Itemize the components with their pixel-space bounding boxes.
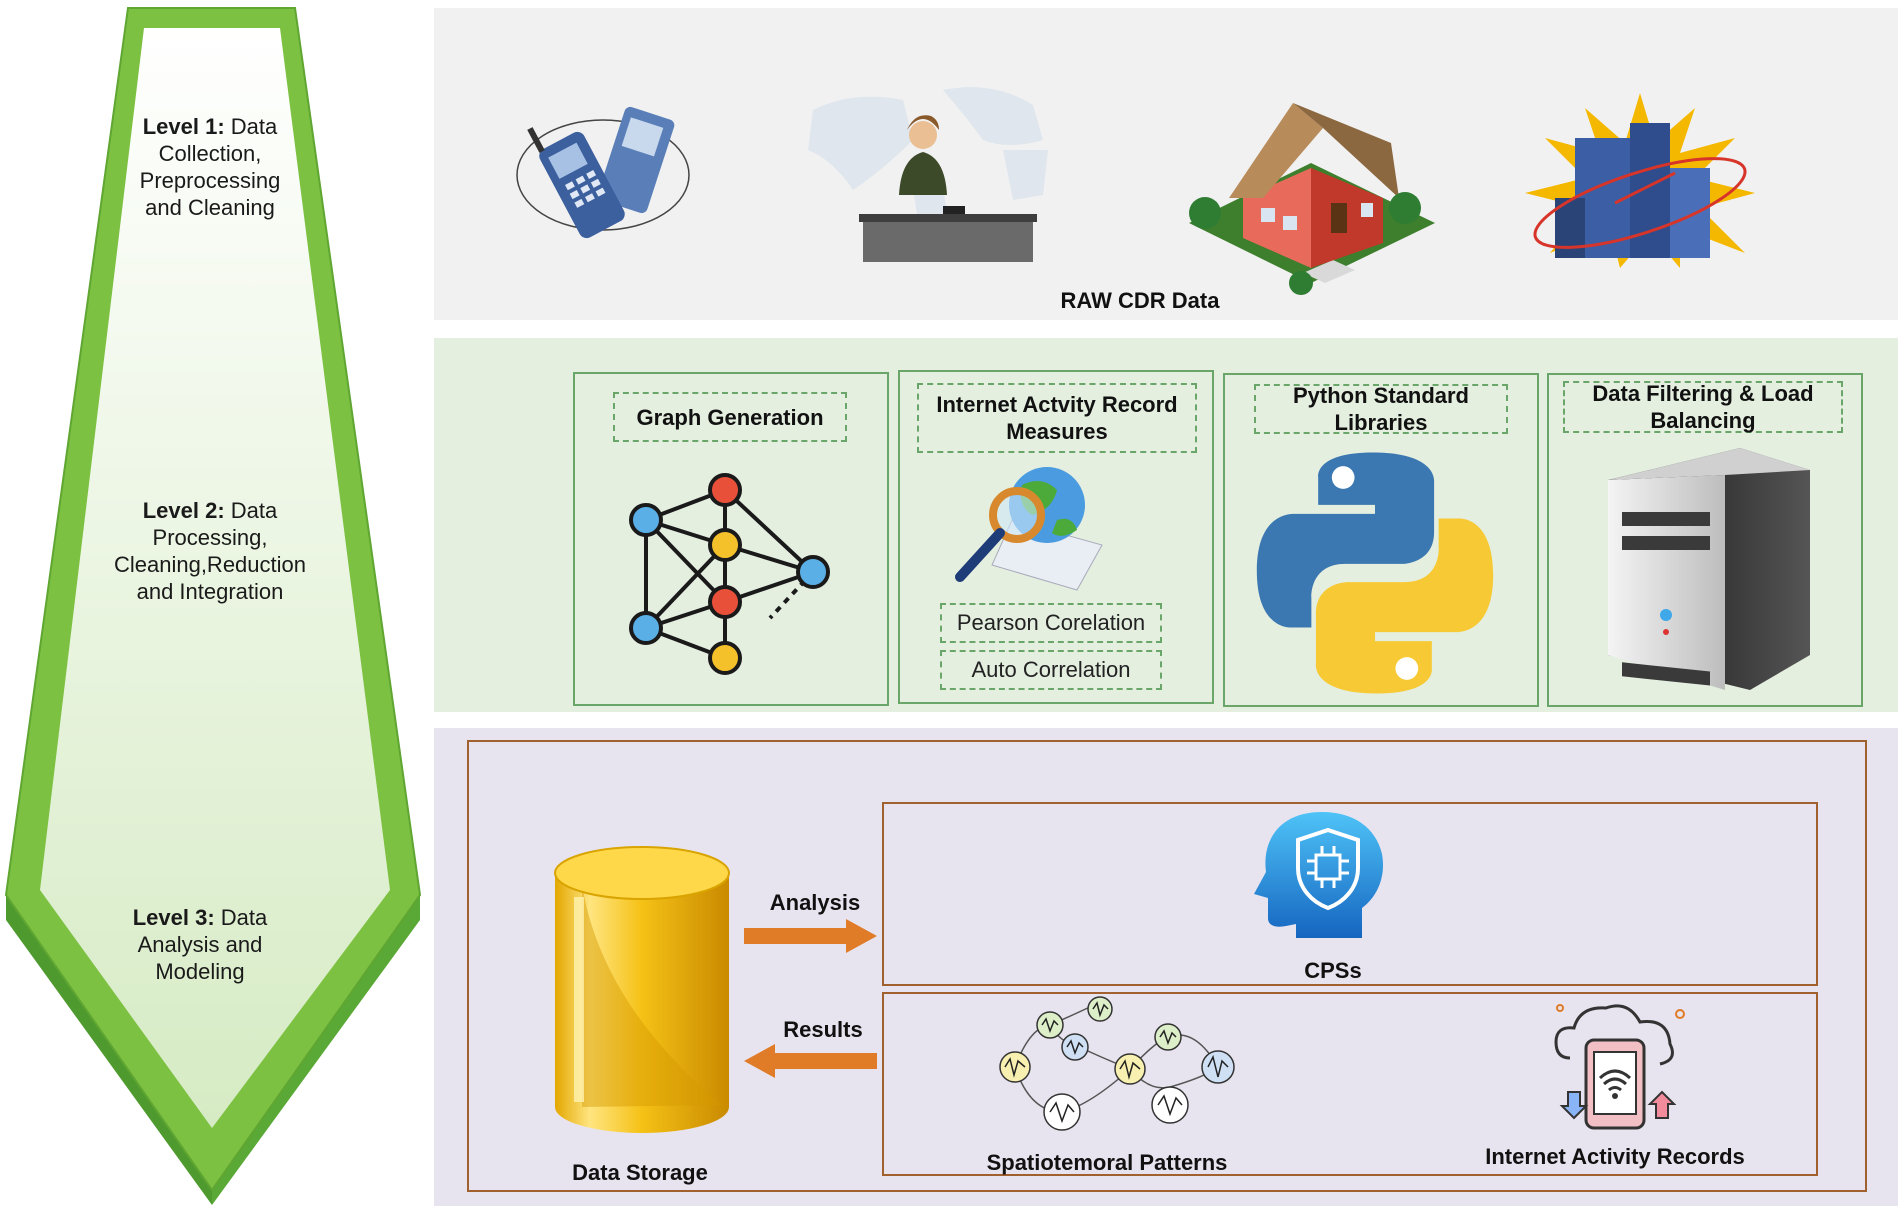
arrow-side-shadow-right <box>212 895 420 1205</box>
results-arrow <box>744 1044 877 1078</box>
level-2-heading: Level 2: <box>142 498 225 523</box>
cps-label: CPSs <box>1304 958 1362 983</box>
internet-activity-title: Internet Actvity Record Measures <box>917 383 1197 453</box>
network-graph-icon <box>629 473 830 675</box>
level-2-text: Level 2: Data Processing, Cleaning,Reduc… <box>113 498 307 604</box>
level-3-heading: Level 3: <box>132 905 215 930</box>
graph-generation-card <box>573 372 889 706</box>
server-tower-icon <box>1608 448 1810 690</box>
cps-frame <box>882 802 1818 986</box>
analysis-label: Analysis <box>769 890 861 915</box>
data-filtering-title: Data Filtering & Load Balancing <box>1563 381 1843 433</box>
auto-correlation-box: Auto Correlation <box>940 650 1162 690</box>
arrow-side-shadow <box>6 895 212 1205</box>
pearson-correlation-box: Pearson Corelation <box>940 603 1162 643</box>
internet-activity-card <box>898 370 1214 704</box>
spatiotemporal-label: Spatiotemoral Patterns <box>986 1150 1228 1175</box>
python-logo-icon <box>1256 452 1494 694</box>
database-cylinder-icon <box>554 846 730 1133</box>
data-filtering-card <box>1547 373 1863 707</box>
arrow-inner <box>40 28 390 1128</box>
python-libraries-card <box>1223 373 1539 707</box>
ai-head-shield-icon <box>1254 812 1384 938</box>
house-icon <box>1189 103 1435 295</box>
telephone-operator-icon <box>808 87 1048 262</box>
graph-generation-title: Graph Generation <box>613 392 847 442</box>
cloud-phone-wifi-icon <box>1554 1004 1685 1130</box>
data-storage-label: Data Storage <box>572 1160 708 1185</box>
python-libraries-title: Python Standard Libraries <box>1254 383 1508 435</box>
level-1-heading: Level 1: <box>142 114 225 139</box>
mobile-phones-icon <box>516 106 690 239</box>
analysis-arrow <box>744 919 877 953</box>
level-arrow <box>4 7 422 1205</box>
level-1-text: Level 1: Data Collection, Preprocessing … <box>139 114 281 220</box>
raw-cdr-title: RAW CDR Data <box>1060 288 1220 313</box>
results-label: Results <box>783 1017 863 1042</box>
analysis-outer-frame <box>467 740 1867 1192</box>
level-3-text: Level 3: Data Analysis and Modeling <box>132 905 268 984</box>
city-building-icon <box>1525 93 1755 268</box>
outputs-frame <box>882 992 1818 1176</box>
globe-magnifier-icon <box>955 467 1103 591</box>
spatiotemporal-pattern-icon <box>999 996 1235 1131</box>
internet-activity-records-label: Internet Activity Records <box>1485 1144 1745 1169</box>
